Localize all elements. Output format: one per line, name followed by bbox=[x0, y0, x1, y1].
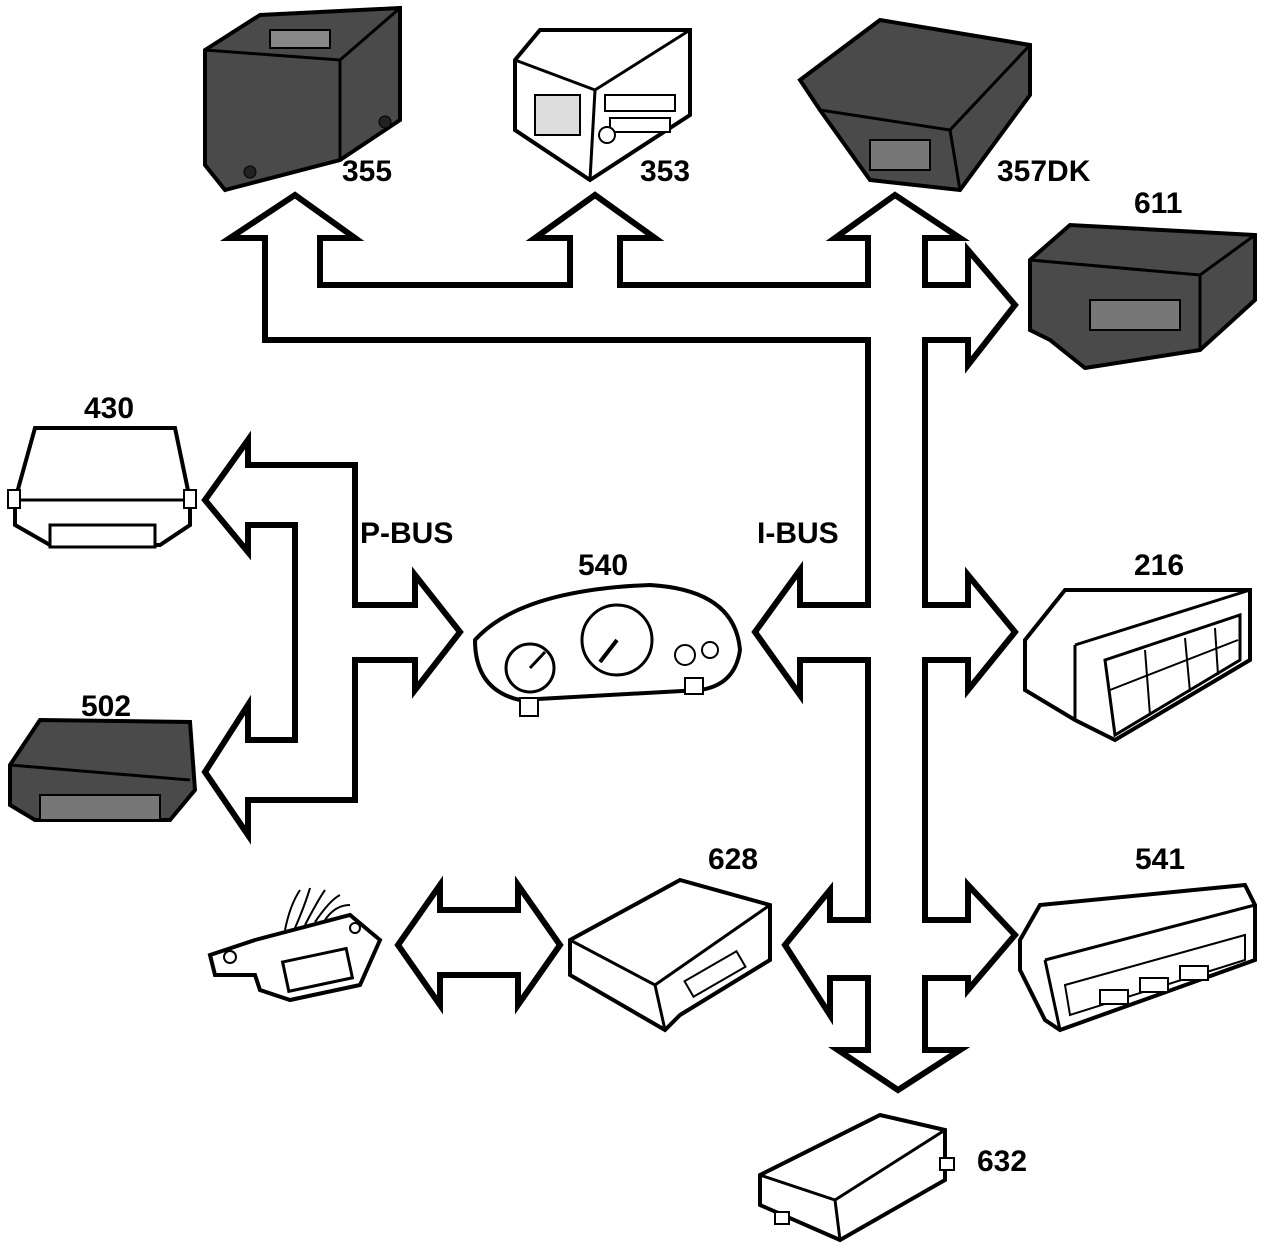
module-353 bbox=[513, 28, 692, 183]
label-628: 628 bbox=[708, 843, 758, 876]
module-502 bbox=[8, 717, 198, 822]
label-611: 611 bbox=[1134, 187, 1182, 220]
label-216: 216 bbox=[1134, 549, 1184, 582]
module-430 bbox=[7, 426, 197, 549]
label-540: 540 bbox=[578, 549, 628, 582]
module-357DK bbox=[797, 17, 1032, 193]
label-357DK: 357DK bbox=[997, 155, 1091, 188]
module-355 bbox=[203, 5, 402, 193]
diag-arrow bbox=[394, 875, 564, 1015]
label-353: 353 bbox=[640, 155, 690, 188]
label-502: 502 bbox=[81, 690, 131, 723]
module-216 bbox=[1023, 588, 1252, 743]
label-355: 355 bbox=[342, 155, 392, 188]
module-611 bbox=[1028, 222, 1257, 371]
label-541: 541 bbox=[1135, 843, 1185, 876]
module-541 bbox=[1018, 882, 1257, 1033]
module-628 bbox=[568, 877, 772, 1033]
label-i-bus: I-BUS bbox=[757, 517, 839, 550]
label-632: 632 bbox=[977, 1145, 1027, 1178]
pbus-arrow-network bbox=[201, 430, 464, 845]
label-430: 430 bbox=[84, 392, 134, 425]
module-632 bbox=[758, 1112, 955, 1243]
label-p-bus: P-BUS bbox=[360, 517, 453, 550]
ibus-top-arrow-network bbox=[220, 191, 1020, 1094]
diagnostic-connector bbox=[207, 887, 383, 1003]
module-540 bbox=[472, 582, 743, 717]
